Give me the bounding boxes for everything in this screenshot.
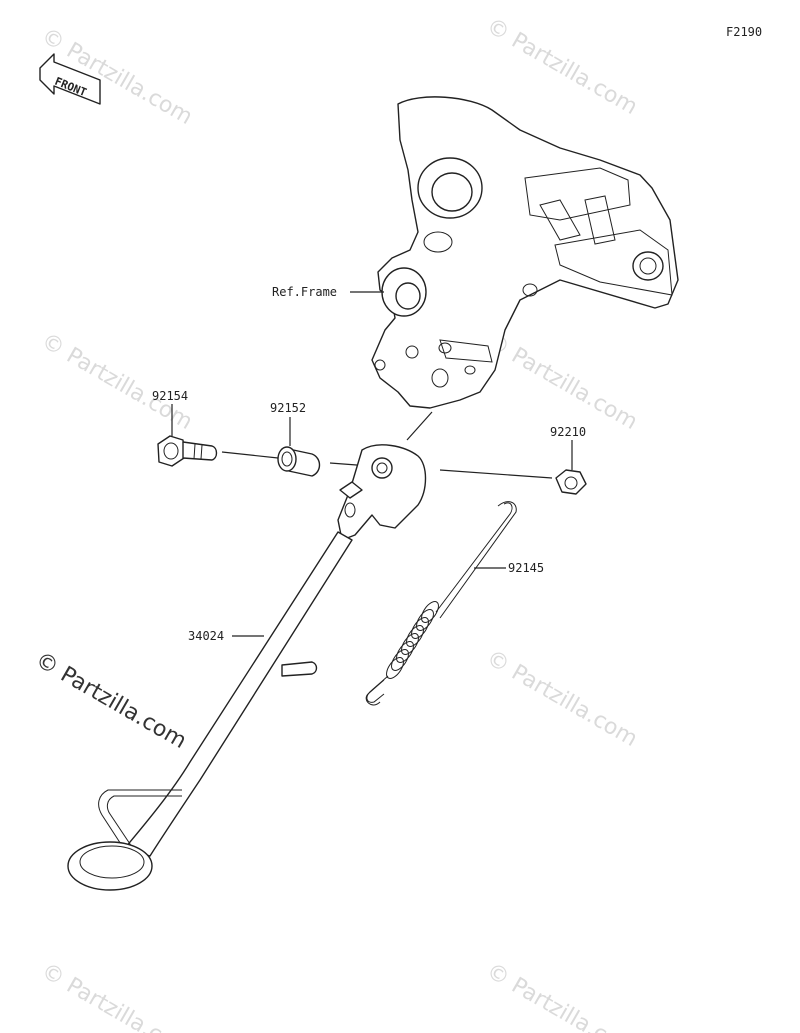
watermark: © Partzilla.com bbox=[482, 646, 642, 753]
figure-code: F2190 bbox=[726, 25, 762, 39]
watermark: © Partzilla.com bbox=[482, 959, 642, 1033]
label-92152: 92152 bbox=[270, 401, 306, 415]
label-92145: 92145 bbox=[508, 561, 544, 575]
watermark: © Partzilla.com bbox=[482, 329, 642, 436]
part-nut bbox=[555, 469, 587, 495]
part-bolt bbox=[157, 435, 218, 467]
frame-part bbox=[371, 96, 679, 409]
label-ref-frame: Ref.Frame bbox=[272, 285, 337, 299]
label-92154: 92154 bbox=[152, 389, 188, 403]
part-spring bbox=[365, 501, 517, 706]
part-collar bbox=[277, 446, 321, 477]
part-side-stand bbox=[67, 411, 433, 891]
watermark-foreground: © Partzilla.com bbox=[31, 648, 191, 755]
watermark: © Partzilla.com bbox=[482, 14, 642, 121]
watermark: © Partzilla.com bbox=[37, 959, 197, 1033]
label-92210: 92210 bbox=[550, 425, 586, 439]
label-34024: 34024 bbox=[188, 629, 224, 643]
watermark: © Partzilla.com bbox=[37, 329, 197, 436]
